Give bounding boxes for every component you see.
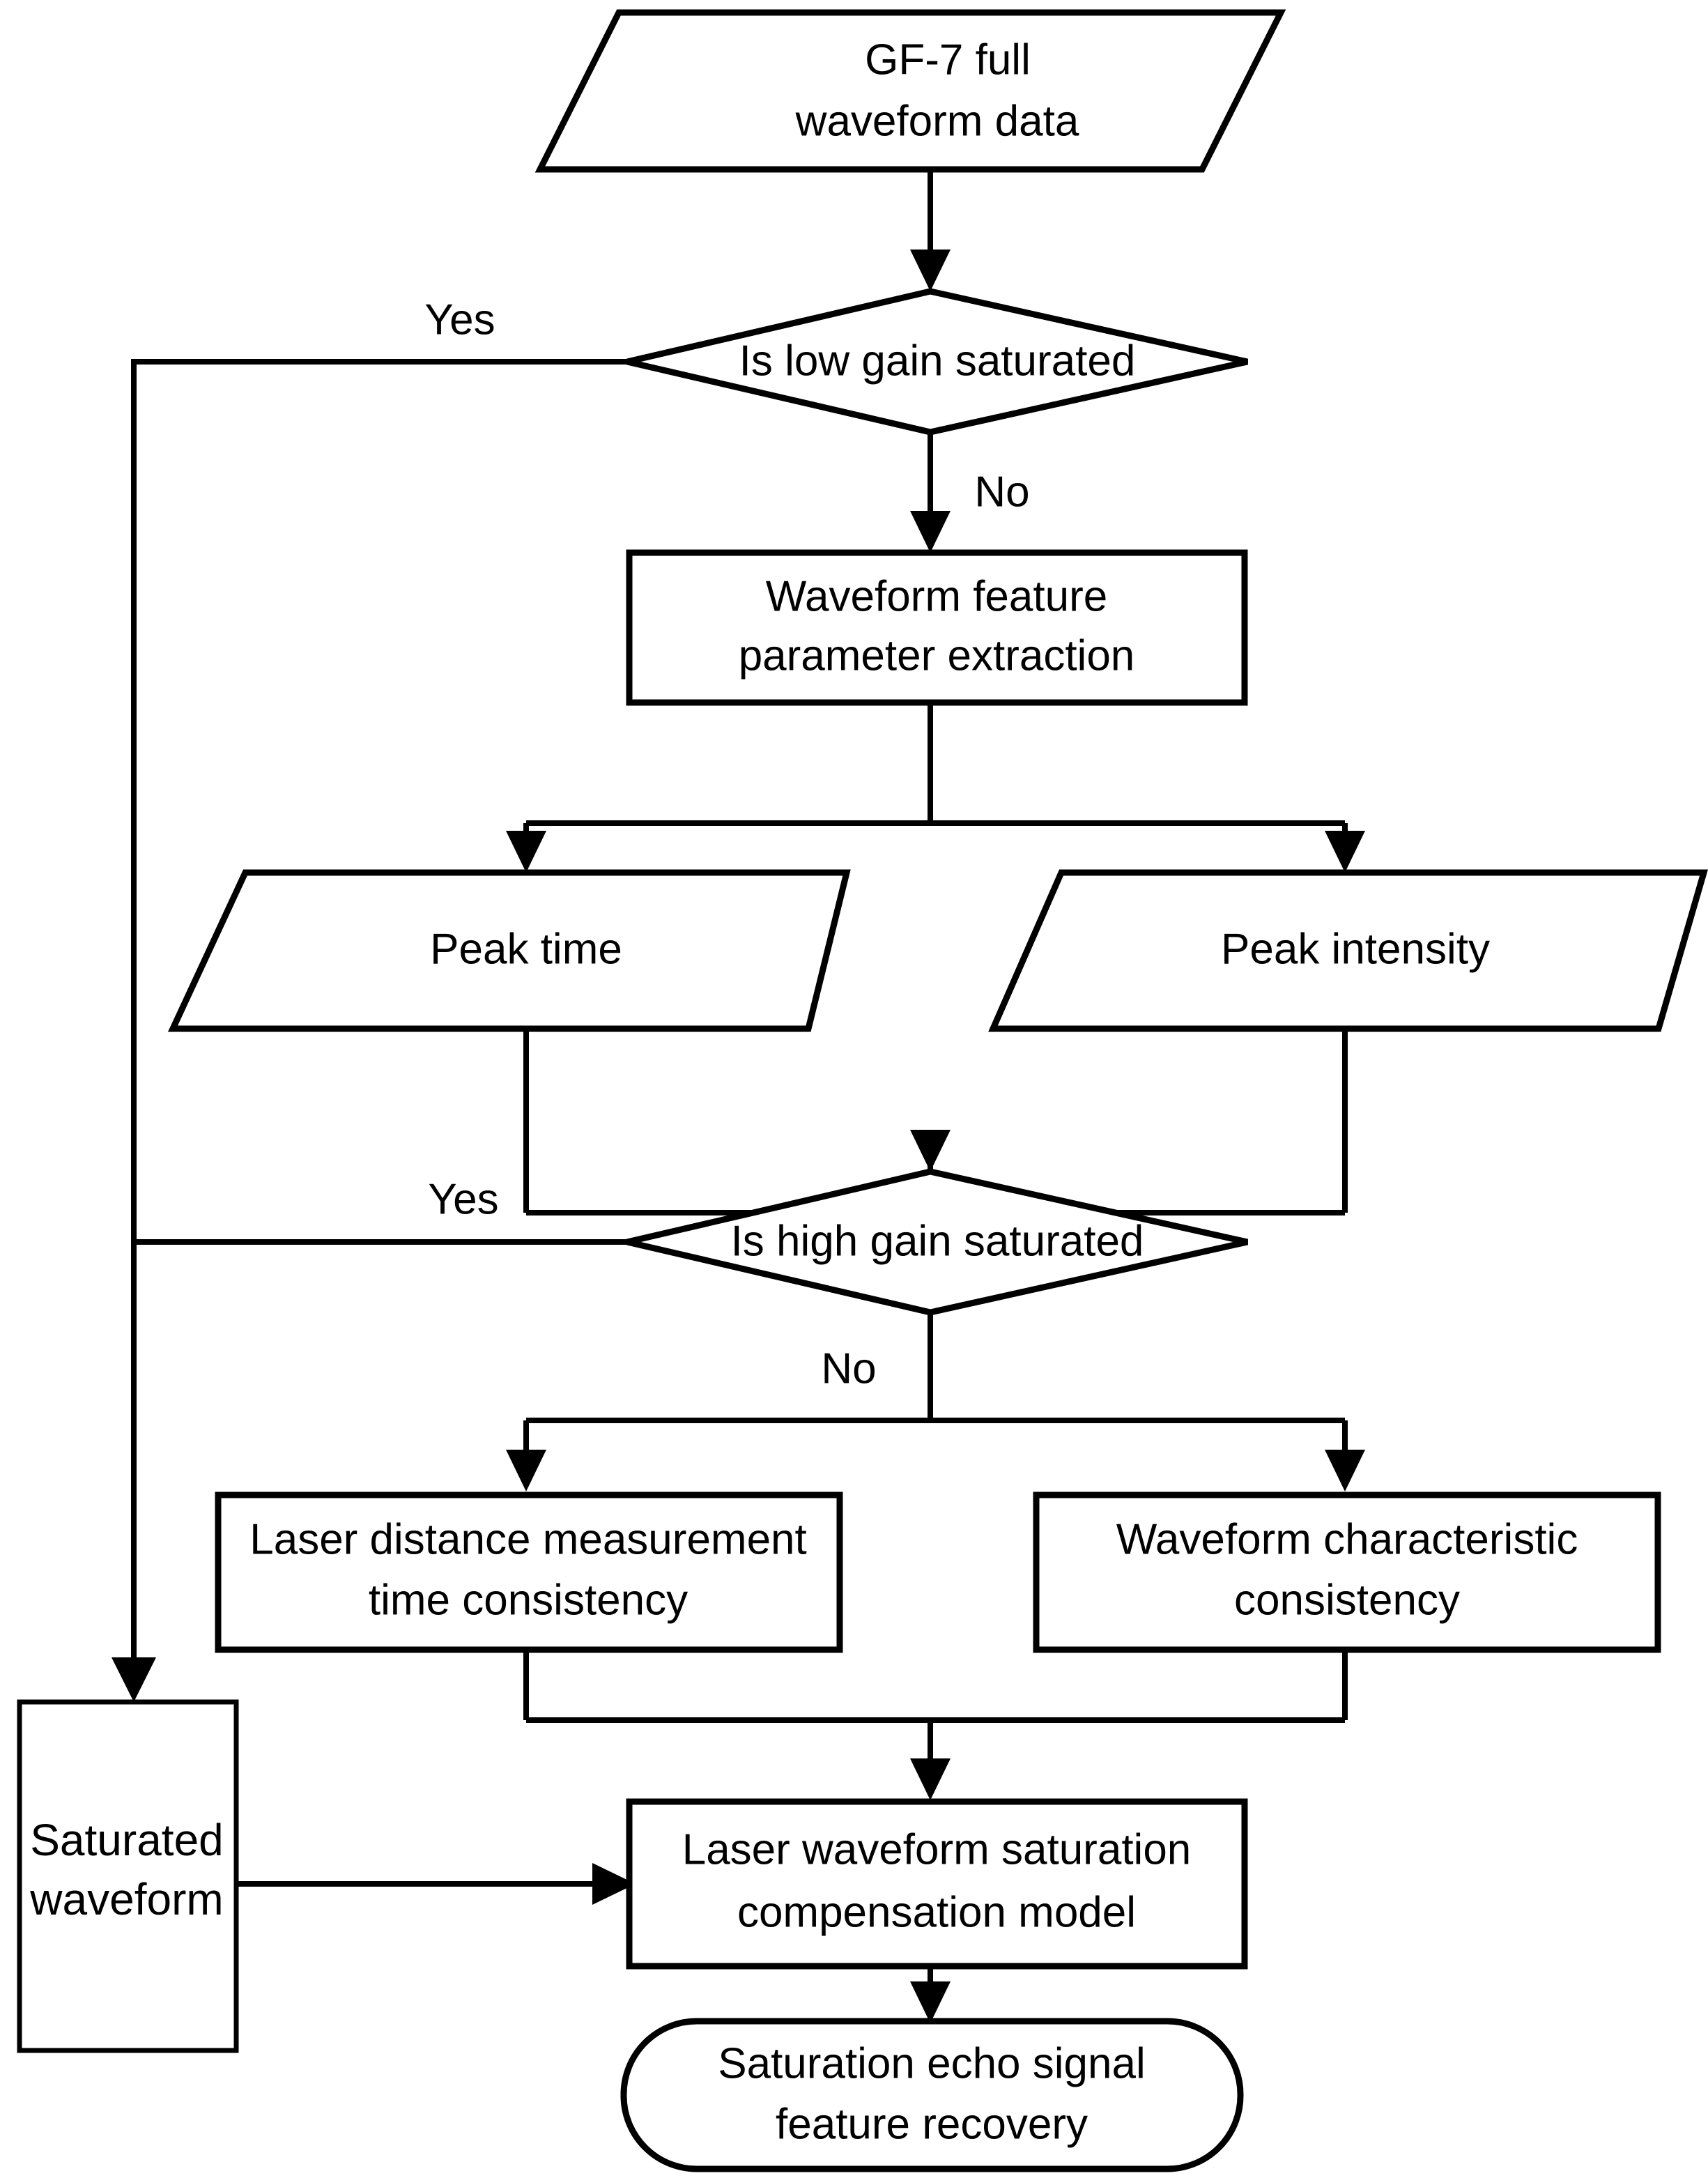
feature-extraction-line1: Waveform feature	[766, 572, 1107, 620]
node-time-consistency[interactable]: Laser distance measurement time consiste…	[215, 1491, 843, 1653]
edge-input-to-low-gain	[910, 169, 951, 291]
node-compensation-model[interactable]: Laser waveform saturation compensation m…	[626, 1798, 1248, 1970]
waveform-consistency-line2: consistency	[1234, 1576, 1460, 1624]
edge-saturated-to-model	[236, 1863, 636, 1905]
low-gain-diamond	[626, 288, 1248, 436]
feature-extraction-line2: parameter extraction	[739, 631, 1135, 680]
branch-label-low-gain-yes: Yes	[424, 296, 495, 344]
peak-time-label: Peak time	[430, 925, 622, 973]
node-input-data[interactable]: GF-7 full waveform data	[534, 9, 1286, 173]
compensation-model-line1: Laser waveform saturation	[682, 1825, 1192, 1873]
input-data-line1: GF-7 full	[865, 36, 1031, 84]
edge-low-gain-yes-to-saturated	[111, 359, 627, 1702]
low-gain-label: Is low gain saturated	[739, 337, 1136, 385]
feature-extraction-rect	[626, 549, 1248, 706]
edge-low-gain-no-to-extraction	[910, 418, 951, 553]
time-consistency-rect	[215, 1491, 843, 1653]
time-consistency-line1: Laser distance measurement	[249, 1515, 807, 1563]
node-decision-low-gain[interactable]: Is low gain saturated	[626, 288, 1248, 436]
high-gain-diamond	[626, 1168, 1248, 1316]
edge-merge-arrow-to-high-gain	[910, 1130, 951, 1172]
saturated-waveform-line2: waveform	[29, 1874, 223, 1924]
waveform-consistency-line1: Waveform characteristic	[1116, 1515, 1578, 1563]
edge-consistency-merge-to-model	[523, 1650, 1348, 1800]
input-data-parallelogram	[534, 9, 1286, 173]
compensation-model-line2: compensation model	[737, 1888, 1136, 1936]
peak-intensity-parallelogram	[988, 869, 1708, 1032]
node-waveform-consistency[interactable]: Waveform characteristic consistency	[1033, 1491, 1661, 1653]
node-output-recovery[interactable]: Saturation echo signal feature recovery	[620, 2018, 1244, 2172]
branch-label-high-gain-yes: Yes	[428, 1175, 498, 1223]
node-saturated-waveform[interactable]: Saturated waveform	[17, 1699, 239, 2053]
node-peak-intensity[interactable]: Peak intensity	[988, 869, 1708, 1032]
branch-label-high-gain-no: No	[821, 1344, 876, 1393]
compensation-model-rect	[626, 1798, 1248, 1970]
output-recovery-line2: feature recovery	[776, 2100, 1088, 2148]
peak-time-parallelogram	[167, 869, 851, 1032]
saturated-waveform-rect	[17, 1699, 239, 2053]
edge-extraction-split	[506, 703, 1365, 873]
waveform-consistency-rect	[1033, 1491, 1661, 1653]
branch-label-low-gain-no: No	[974, 468, 1029, 516]
node-decision-high-gain[interactable]: Is high gain saturated	[626, 1168, 1248, 1316]
output-recovery-rounded-rect	[620, 2018, 1244, 2172]
high-gain-label: Is high gain saturated	[731, 1217, 1144, 1265]
edge-high-gain-no-split	[506, 1301, 1365, 1491]
saturated-waveform-line1: Saturated	[30, 1815, 224, 1865]
time-consistency-line2: time consistency	[369, 1576, 688, 1624]
peak-intensity-label: Peak intensity	[1221, 925, 1490, 973]
input-data-line2: waveform data	[795, 97, 1079, 145]
node-peak-time[interactable]: Peak time	[167, 869, 851, 1032]
edge-model-to-output	[910, 1966, 951, 2023]
output-recovery-line1: Saturation echo signal	[718, 2039, 1146, 2087]
node-feature-extraction[interactable]: Waveform feature parameter extraction	[626, 549, 1248, 706]
